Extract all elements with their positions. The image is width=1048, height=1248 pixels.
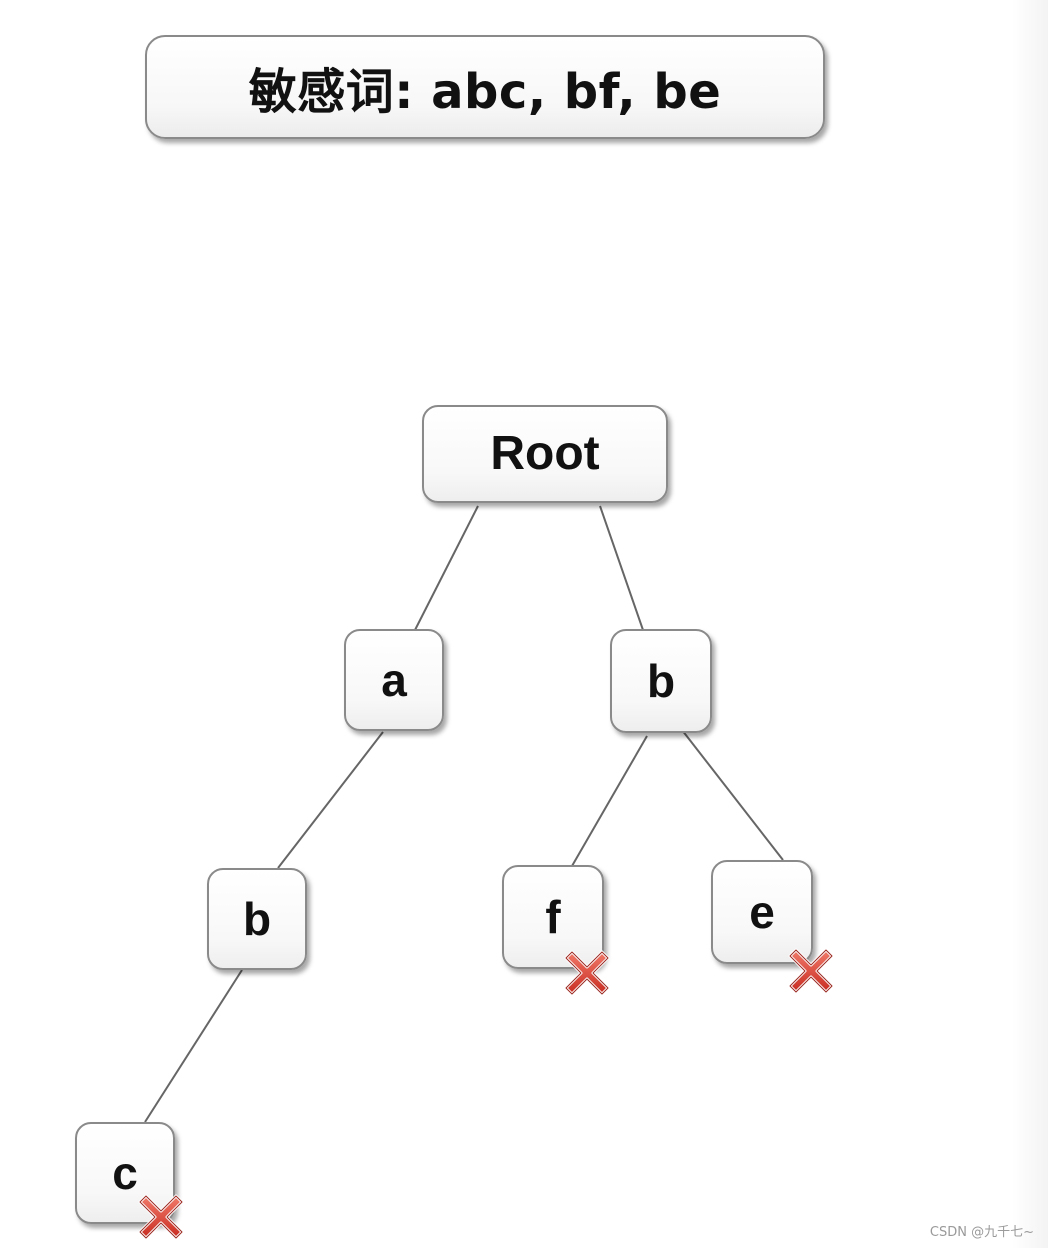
node-f-label: f (545, 891, 561, 943)
node-c-label: c (112, 1147, 138, 1199)
node-a: a (344, 629, 444, 731)
edge-b-e (681, 729, 784, 861)
sensitive-words-title-box: 敏感词: abc, bf, be (145, 35, 825, 139)
node-e-label: e (749, 886, 775, 938)
root-node: Root (422, 405, 668, 503)
node-b-left-label: b (242, 893, 272, 945)
node-f: f (502, 865, 604, 969)
node-e: e (711, 860, 813, 964)
edge-root-b (599, 505, 644, 631)
edge-b-f (571, 735, 648, 867)
red-x-icon (138, 1194, 184, 1240)
sensitive-words-title: 敏感词: abc, bf, be (248, 64, 722, 120)
node-b-left: b (207, 868, 307, 970)
watermark: CSDN @九千七~ (929, 1225, 1034, 1240)
edge-root-a (414, 505, 479, 631)
node-a-label: a (381, 654, 407, 706)
red-x-icon (564, 950, 610, 996)
edge-a-b (277, 731, 384, 869)
node-b-right-label: b (646, 655, 676, 707)
root-node-label: Root (490, 427, 600, 480)
red-x-icon (788, 948, 834, 994)
edge-b-c (144, 969, 243, 1123)
node-b-right: b (610, 629, 712, 733)
background-strip (1012, 0, 1048, 1248)
